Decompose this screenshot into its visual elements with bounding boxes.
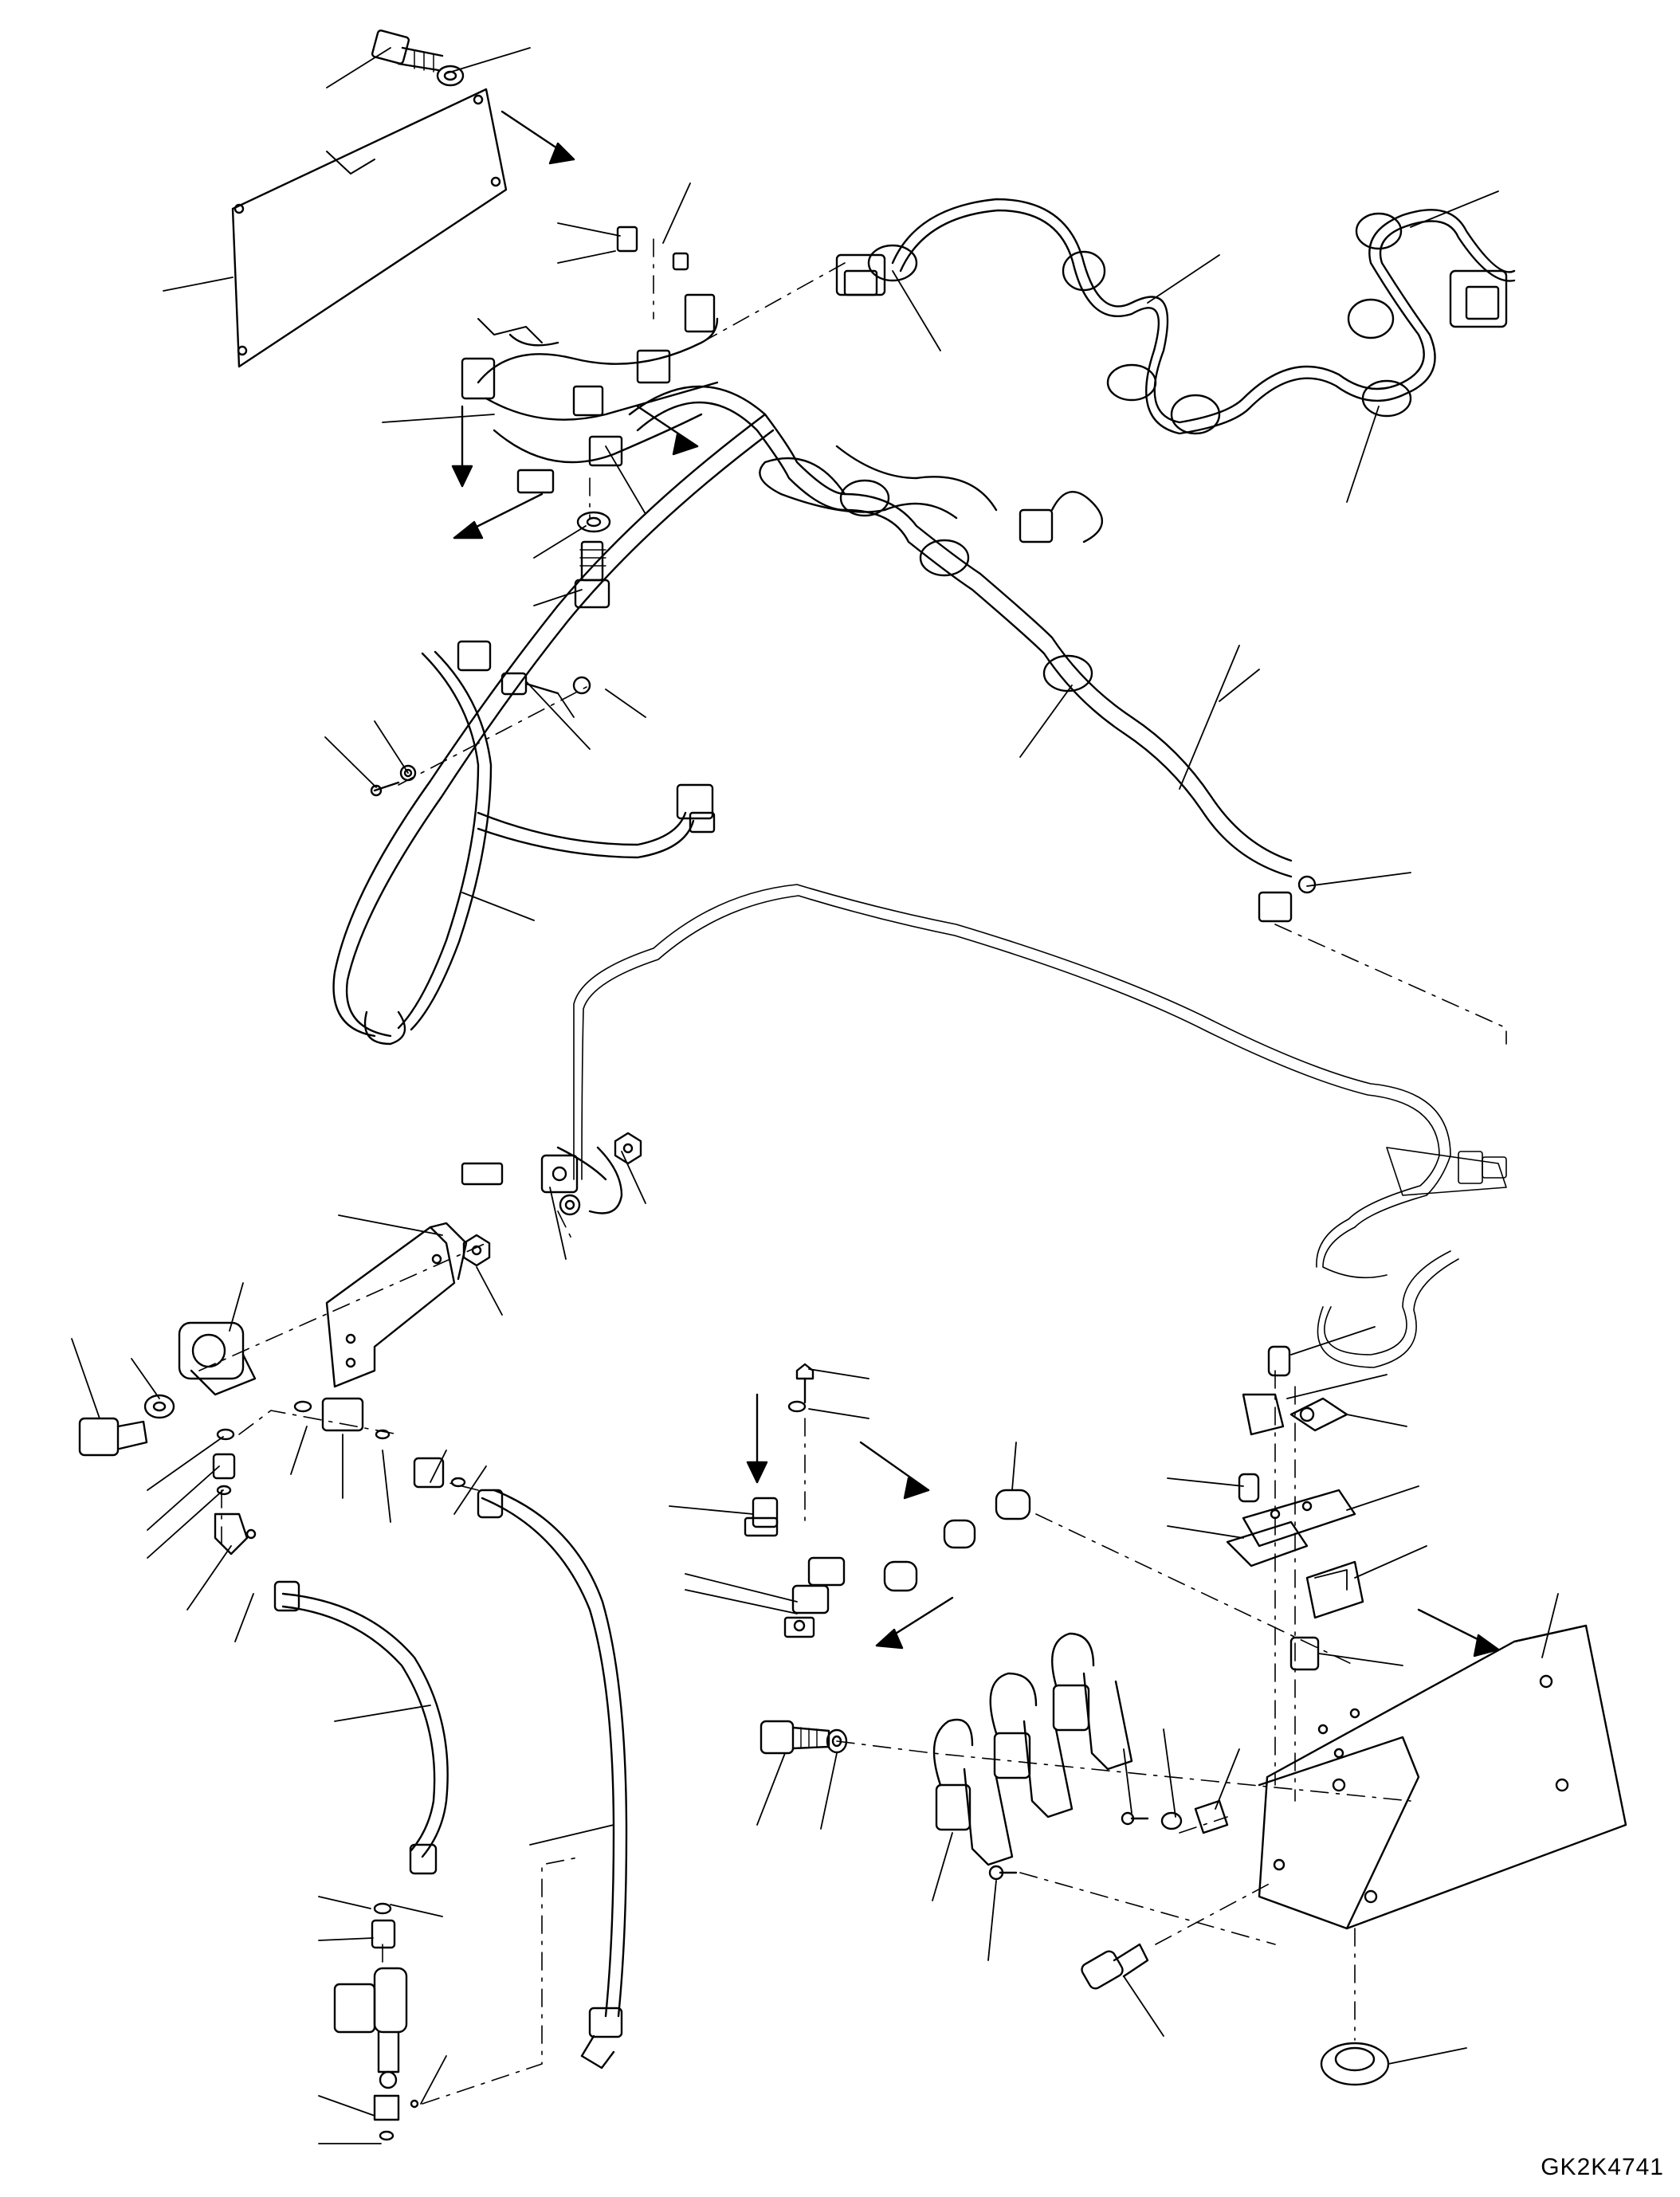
harness-clamps xyxy=(839,212,1412,692)
clamp-nut xyxy=(614,1132,642,1165)
cover-plate xyxy=(231,88,508,368)
box-screw xyxy=(988,1799,1229,1881)
relay-bolt xyxy=(760,1720,830,1755)
box-grommet xyxy=(1320,2042,1390,2086)
hydraulic-hose-left xyxy=(273,1580,449,1875)
hydraulic-hose-right xyxy=(477,1489,628,2069)
box-connector xyxy=(1081,1943,1149,1990)
harness-connector xyxy=(676,783,716,834)
fitting-set xyxy=(212,1397,466,1556)
harness-bolt xyxy=(574,540,610,609)
main-wiring-harness xyxy=(332,293,1293,1046)
upper-right-harness xyxy=(835,198,1516,543)
assembly-lines xyxy=(198,238,1507,2105)
end-connector xyxy=(1258,875,1317,923)
cover-bolt xyxy=(371,29,444,73)
leader-lines xyxy=(71,47,1559,2144)
valve-washer xyxy=(143,1394,175,1419)
solenoid-valve xyxy=(178,1321,257,1396)
clamp-bracket xyxy=(461,1146,623,1216)
mounting-bracket xyxy=(325,1222,468,1388)
relay-assembly xyxy=(932,1632,1133,1866)
cab-harness xyxy=(573,884,1507,1368)
relay-screw xyxy=(370,764,417,797)
bracket-nut xyxy=(462,1234,491,1267)
rocker-switch-stack xyxy=(1226,1345,1364,1671)
pressure-switch xyxy=(333,1902,419,2141)
direction-arrows xyxy=(451,110,1500,1658)
harness-clip xyxy=(616,226,689,271)
drawing-code: GK2K4741 xyxy=(1541,2154,1664,2180)
switch-box-cover xyxy=(1258,1624,1627,1930)
switch-group xyxy=(744,1363,1031,1638)
harness-washer xyxy=(576,511,611,533)
valve-bolt xyxy=(78,1417,148,1457)
connector-relay xyxy=(457,640,591,696)
